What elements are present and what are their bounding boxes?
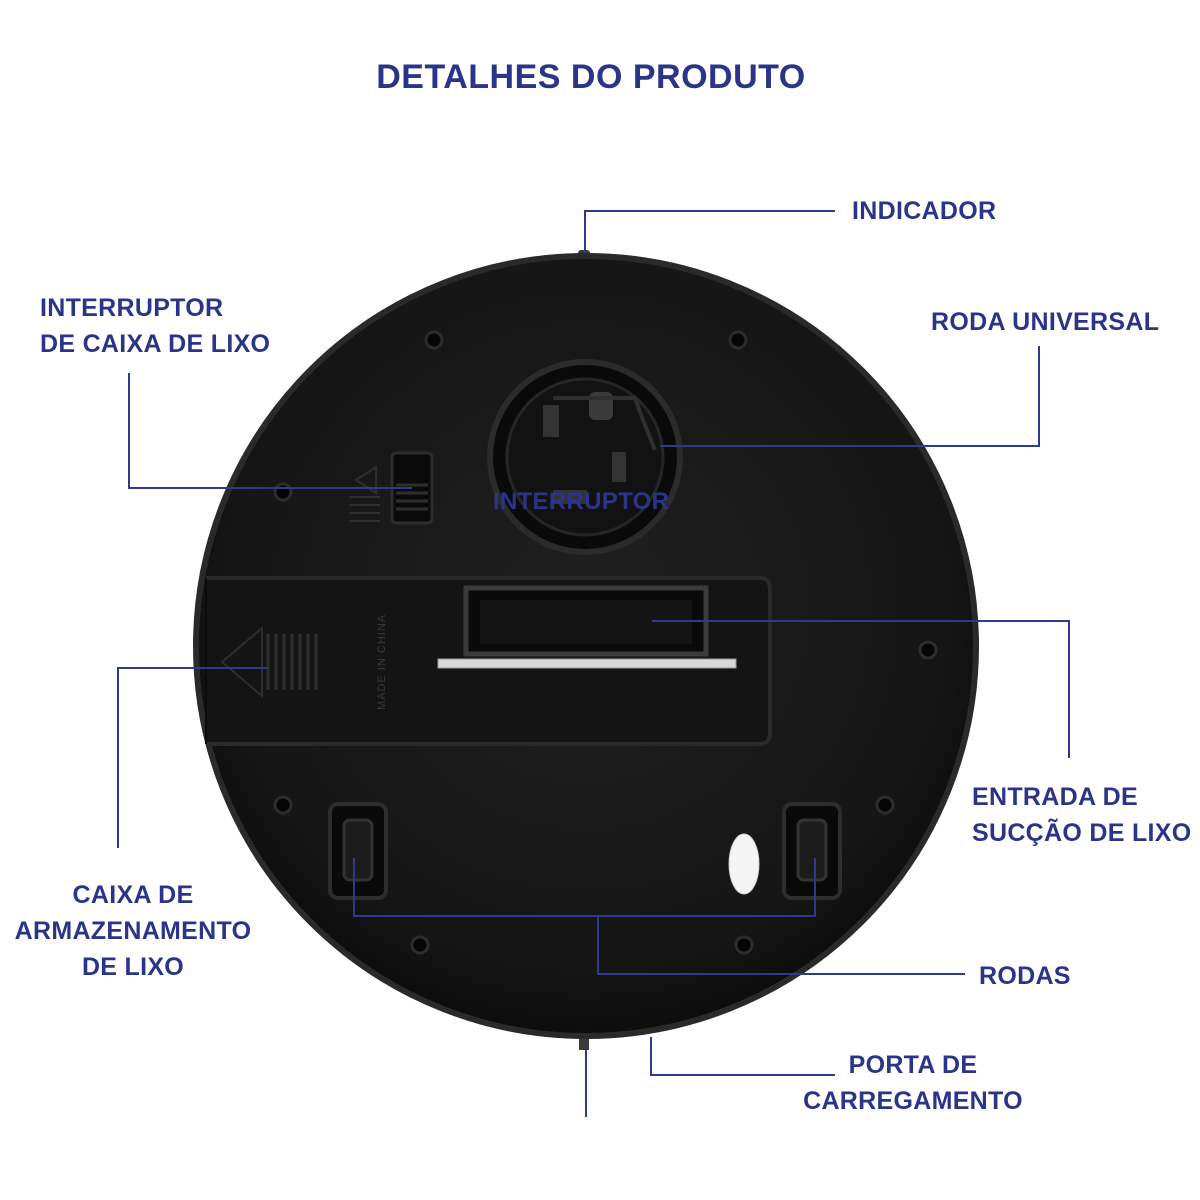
label-roda-universal-text: RODA UNIVERSAL	[931, 308, 1160, 336]
white-pad	[728, 833, 760, 895]
label-porta-carregamento-line-1: PORTA DE	[848, 1051, 978, 1079]
label-interruptor-caixa-line-2: DE CAIXA DE LIXO	[40, 330, 271, 358]
label-caixa-armazenamento-line-3: DE LIXO	[81, 953, 185, 981]
label-entrada-succao: ENTRADA DE SUCÇÃO DE LIXO	[972, 779, 1192, 851]
label-rodas: RODAS	[979, 958, 1071, 994]
suction-inlet-lip	[437, 658, 737, 669]
label-roda-universal: RODA UNIVERSAL	[931, 304, 1159, 340]
label-indicador-text: INDICADOR	[852, 197, 997, 225]
label-porta-carregamento-line-2: CARREGAMENTO	[803, 1087, 1023, 1115]
label-interruptor-caixa-line-1: INTERRUPTOR	[40, 294, 224, 322]
charging-port-pin	[579, 1032, 589, 1050]
page-title: DETALHES DO PRODUTO	[376, 58, 806, 96]
label-interruptor: INTERRUPTOR	[493, 484, 669, 520]
label-interruptor-caixa: INTERRUPTOR DE CAIXA DE LIXO	[40, 290, 270, 362]
label-indicador: INDICADOR	[852, 193, 996, 229]
universal-wheel	[487, 359, 683, 555]
label-caixa-armazenamento-line-2: ARMAZENAMENTO	[14, 917, 252, 945]
label-rodas-text: RODAS	[979, 962, 1071, 990]
made-in-china-text: MADE IN CHINA	[376, 614, 388, 710]
label-caixa-armazenamento-line-1: CAIXA DE	[72, 881, 194, 909]
screws	[273, 330, 938, 955]
leader-lines	[117, 210, 1070, 1117]
label-entrada-succao-line-1: ENTRADA DE	[972, 783, 1138, 811]
label-entrada-succao-line-2: SUCÇÃO DE LIXO	[972, 819, 1192, 847]
dust-box-panel	[205, 576, 772, 746]
wheels	[328, 802, 842, 900]
label-porta-carregamento: PORTA DE CARREGAMENTO	[800, 1047, 1026, 1119]
label-interruptor-text: INTERRUPTOR	[493, 488, 670, 515]
label-caixa-armazenamento: CAIXA DE ARMAZENAMENTO DE LIXO	[8, 877, 258, 985]
